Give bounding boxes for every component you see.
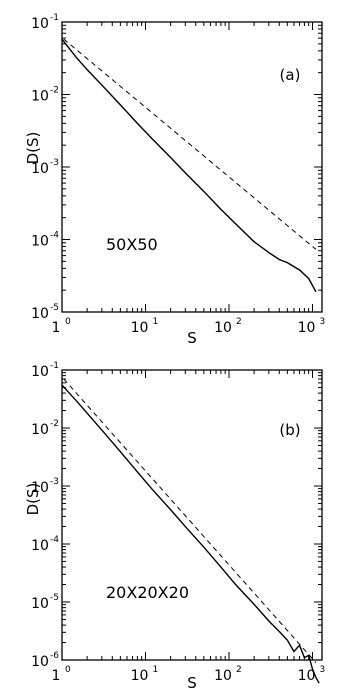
x-tick-label: 10 — [131, 668, 149, 684]
x-tick-exponent: 3 — [319, 317, 325, 327]
y-axis-label: D(S) — [24, 132, 42, 165]
x-tick-exponent: 1 — [152, 317, 158, 327]
y-tick-exponent: -4 — [50, 535, 59, 545]
x-tick-label: 10 — [131, 320, 149, 336]
y-tick-label: 10 — [31, 306, 49, 322]
data-curve-solid — [61, 38, 317, 293]
y-tick-label: 10 — [31, 654, 49, 670]
y-tick-label: 10 — [31, 16, 49, 32]
y-tick-label: 10 — [31, 234, 49, 250]
x-tick-exponent: 2 — [236, 317, 242, 327]
y-tick-exponent: -6 — [50, 651, 59, 661]
y-tick-exponent: -5 — [50, 303, 59, 313]
panel-tag: (b) — [279, 421, 300, 439]
x-tick-exponent: 3 — [319, 665, 325, 675]
y-axis-label: D(S) — [24, 483, 42, 516]
y-tick-label: 10 — [31, 89, 49, 105]
x-tick-label: 1 — [52, 668, 61, 684]
x-tick-label: 10 — [214, 320, 232, 336]
x-tick-label: 10 — [214, 668, 232, 684]
y-tick-exponent: -1 — [50, 361, 59, 371]
y-tick-exponent: -1 — [50, 13, 59, 23]
fit-line-dashed — [63, 378, 317, 663]
y-tick-label: 10 — [31, 364, 49, 380]
y-tick-exponent: -5 — [50, 593, 59, 603]
x-tick-label: 1 — [52, 320, 61, 336]
x-tick-label: 10 — [298, 320, 316, 336]
y-tick-label: 10 — [31, 480, 49, 496]
data-curve-solid — [61, 384, 320, 684]
x-axis-label: S — [187, 329, 197, 347]
x-tick-exponent: 0 — [65, 665, 71, 675]
y-tick-exponent: -3 — [50, 477, 59, 487]
x-tick-exponent: 2 — [236, 665, 242, 675]
y-tick-exponent: -4 — [50, 231, 59, 241]
lattice-size-label: 20X20X20 — [106, 583, 189, 602]
x-tick-exponent: 1 — [152, 665, 158, 675]
x-tick-label: 10 — [298, 668, 316, 684]
y-tick-label: 10 — [31, 422, 49, 438]
plot-frame — [61, 369, 323, 661]
y-tick-exponent: -2 — [50, 419, 59, 429]
x-axis-label: S — [187, 674, 197, 691]
fit-line-dashed — [63, 38, 317, 250]
panel-tag: (a) — [280, 66, 301, 84]
y-tick-label: 10 — [31, 538, 49, 554]
lattice-size-label: 50X50 — [106, 235, 158, 254]
y-tick-exponent: -3 — [50, 158, 59, 168]
y-tick-label: 10 — [31, 161, 49, 177]
y-tick-exponent: -2 — [50, 86, 59, 96]
y-tick-label: 10 — [31, 596, 49, 612]
x-tick-exponent: 0 — [65, 317, 71, 327]
